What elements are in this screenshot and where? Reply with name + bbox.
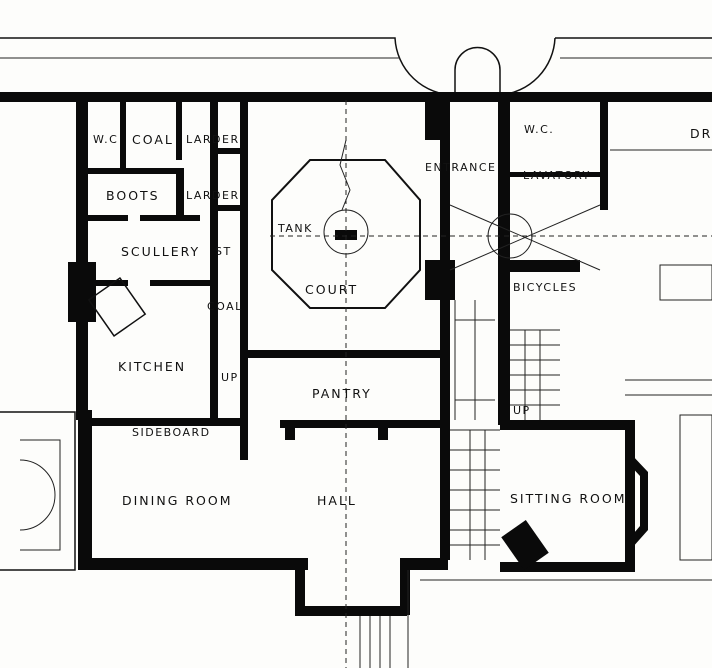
room-label-boots: BOOTS xyxy=(106,188,160,203)
room-label-store: ST xyxy=(215,245,232,258)
stair-label-up: UP xyxy=(221,371,239,384)
garden-feature xyxy=(0,411,76,571)
label-sideboard: SIDEBOARD xyxy=(132,426,211,439)
room-label-larder: LARDER xyxy=(186,133,240,146)
exterior-walls xyxy=(0,92,712,616)
room-label-dining-room: DINING ROOM xyxy=(122,493,233,508)
room-label-coal-2: COAL xyxy=(207,300,243,313)
room-label-wc: W.C xyxy=(93,133,118,146)
room-label-wc-2: W.C. xyxy=(524,123,554,136)
stair-label-up-2: UP xyxy=(513,404,531,417)
room-label-entrance: ENTRANCE xyxy=(425,161,496,174)
room-label-coal: COAL xyxy=(132,132,174,147)
service-walls xyxy=(87,100,608,570)
room-label-larder-2: LARDER xyxy=(186,189,240,202)
room-label-hall: HALL xyxy=(317,493,357,508)
room-label-court: COURT xyxy=(305,282,358,297)
room-label-lavatory: LAVATORY xyxy=(523,169,591,182)
room-label-sitting-room: SITTING ROOM xyxy=(510,491,627,506)
room-label-drawing-partial: DR xyxy=(690,126,712,141)
room-label-bicycles: BICYCLES xyxy=(513,281,577,294)
room-label-pantry: PANTRY xyxy=(312,386,372,401)
room-label-kitchen: KITCHEN xyxy=(118,359,186,374)
room-label-scullery: SCULLERY xyxy=(121,244,200,259)
forecourt-outline xyxy=(0,37,712,96)
court xyxy=(270,100,712,668)
paving xyxy=(359,149,712,668)
label-tank: TANK xyxy=(277,222,313,235)
